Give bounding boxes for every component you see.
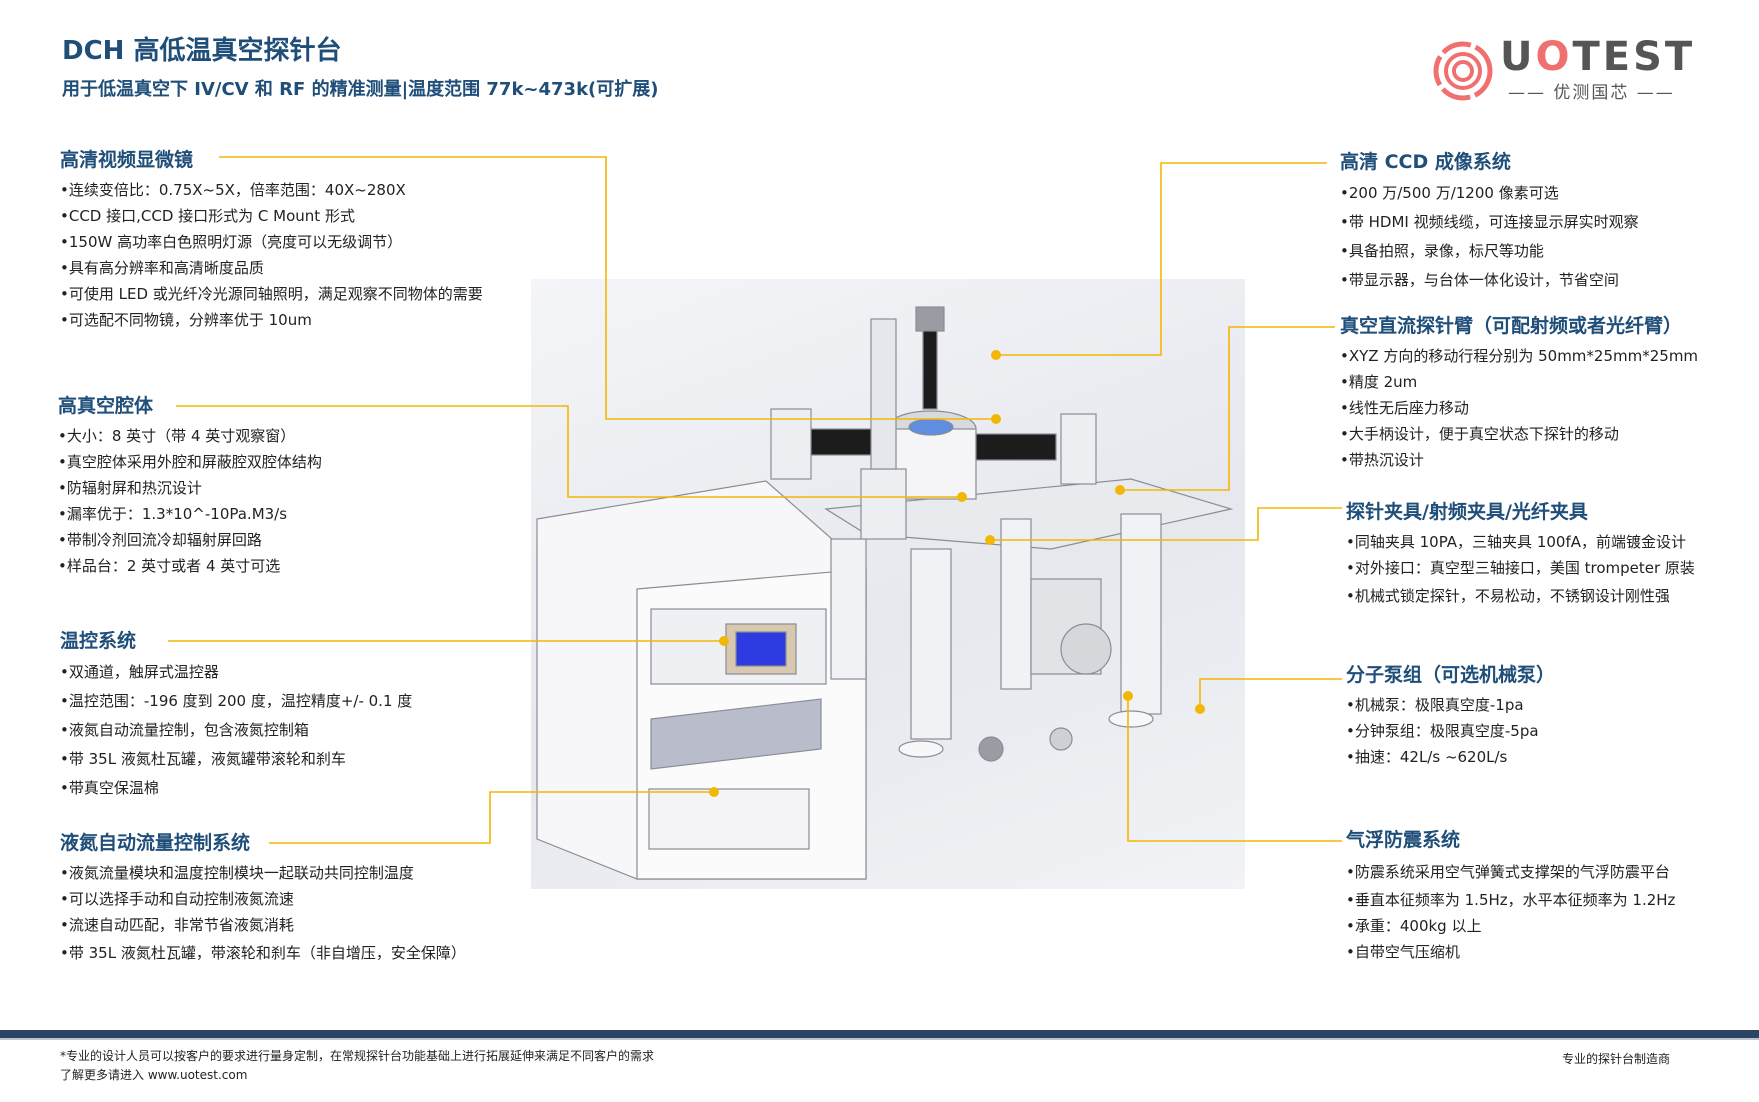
- feature-item: 防震系统采用空气弹簧式支撑架的气浮防震平台: [1346, 857, 1675, 887]
- brand-name: UOTEST: [1500, 34, 1695, 80]
- feature-item: 带制冷剂回流冷却辐射屏回路: [58, 527, 322, 553]
- footer-slogan: 专业的探针台制造商: [1562, 1052, 1671, 1066]
- feature-item: 带真空保温棉: [60, 774, 412, 803]
- feature-item: 承重：400kg 以上: [1346, 913, 1675, 939]
- brand-tagline: —— 优测国芯 ——: [1508, 83, 1675, 103]
- feature-item: 同轴夹具 10PA，三轴夹具 100fA，前端镀金设计: [1346, 529, 1695, 555]
- target-logo-icon: [1433, 41, 1493, 101]
- section-air-isolation: 气浮防震系统 防震系统采用空气弹簧式支撑架的气浮防震平台 垂直本征频率为 1.5…: [1346, 827, 1675, 965]
- brand-letter-o: O: [1535, 34, 1573, 80]
- probe-station-illustration: [531, 279, 1245, 889]
- section-ccd-imaging: 高清 CCD 成像系统 200 万/500 万/1200 像素可选 带 HDMI…: [1340, 149, 1639, 295]
- page-title: DCH 高低温真空探针台: [62, 36, 342, 66]
- feature-item: 漏率优于：1.3*10^-10Pa.M3/s: [58, 501, 322, 527]
- feature-item: 真空腔体采用外腔和屏蔽腔双腔体结构: [58, 449, 322, 475]
- section-title: 高清视频显微镜: [60, 149, 194, 171]
- feature-item: 液氮流量模块和温度控制模块一起联动共同控制温度: [60, 860, 466, 886]
- feature-item: 温控范围：-196 度到 200 度，温控精度+/- 0.1 度: [60, 687, 412, 716]
- feature-item: XYZ 方向的移动行程分别为 50mm*25mm*25mm: [1340, 343, 1698, 369]
- feature-item: 防辐射屏和热沉设计: [58, 475, 322, 501]
- section-molecular-pump: 分子泵组（可选机械泵） 机械泵：极限真空度-1pa 分钟泵组：极限真空度-5pa…: [1346, 662, 1555, 770]
- section-title: 探针夹具/射频夹具/光纤夹具: [1346, 501, 1588, 523]
- footer-website-link[interactable]: 了解更多请进入 www.uotest.com: [60, 1068, 248, 1082]
- section-title: 分子泵组（可选机械泵）: [1346, 664, 1556, 686]
- feature-item: 带热沉设计: [1340, 447, 1698, 473]
- feature-item: 精度 2um: [1340, 369, 1698, 395]
- feature-item: 带 HDMI 视频线缆，可连接显示屏实时观察: [1340, 208, 1639, 237]
- feature-item: 垂直本征频率为 1.5Hz，水平本征频率为 1.2Hz: [1346, 887, 1676, 913]
- feature-item: 150W 高功率白色照明灯源（亮度可以无级调节）: [60, 229, 483, 255]
- section-temperature-control: 温控系统 双通道，触屏式温控器 温控范围：-196 度到 200 度，温控精度+…: [60, 628, 412, 803]
- feature-item: 可使用 LED 或光纤冷光源同轴照明，满足观察不同物体的需要: [60, 281, 483, 307]
- page-subtitle: 用于低温真空下 IV/CV 和 RF 的精准测量|温度范围 77k~473k(可…: [62, 79, 659, 100]
- feature-item: 自带空气压缩机: [1346, 939, 1675, 965]
- section-title: 真空直流探针臂（可配射频或者光纤臂）: [1340, 315, 1683, 337]
- feature-item: 带 35L 液氮杜瓦罐，带滚轮和刹车（非自增压，安全保障）: [60, 938, 466, 968]
- feature-item: 具有高分辨率和高清晰度品质: [60, 255, 483, 281]
- feature-item: 大手柄设计，便于真空状态下探针的移动: [1340, 421, 1698, 447]
- feature-item: 机械泵：极限真空度-1pa: [1346, 692, 1555, 718]
- feature-item: 带 35L 液氮杜瓦罐，液氮罐带滚轮和刹车: [60, 745, 412, 774]
- feature-item: 可选配不同物镜，分辨率优于 10um: [60, 307, 483, 333]
- section-microscope: 高清视频显微镜 连续变倍比：0.75X~5X，倍率范围：40X~280X CCD…: [60, 147, 483, 333]
- section-probe-fixtures: 探针夹具/射频夹具/光纤夹具 同轴夹具 10PA，三轴夹具 100fA，前端镀金…: [1346, 499, 1695, 611]
- footer-divider: [0, 1030, 1759, 1040]
- section-vacuum-chamber: 高真空腔体 大小：8 英寸（带 4 英寸观察窗） 真空腔体采用外腔和屏蔽腔双腔体…: [58, 393, 322, 579]
- feature-item: 机械式锁定探针，不易松动，不锈钢设计刚性强: [1346, 581, 1695, 611]
- feature-item: CCD 接口,CCD 接口形式为 C Mount 形式: [60, 203, 483, 229]
- feature-item: 大小：8 英寸（带 4 英寸观察窗）: [58, 423, 322, 449]
- feature-item: 对外接口：真空型三轴接口，美国 trompeter 原装: [1346, 555, 1695, 581]
- feature-item: 200 万/500 万/1200 像素可选: [1340, 179, 1639, 208]
- section-title: 高真空腔体: [58, 395, 154, 417]
- feature-item: 流速自动匹配，非常节省液氮消耗: [60, 912, 466, 938]
- brand-logo: [1432, 40, 1494, 102]
- feature-item: 液氮自动流量控制，包含液氮控制箱: [60, 716, 412, 745]
- section-title: 液氮自动流量控制系统: [60, 832, 251, 854]
- feature-item: 线性无后座力移动: [1340, 395, 1698, 421]
- footer-note: *专业的设计人员可以按客户的要求进行量身定制，在常规探针台功能基础上进行拓展延伸…: [60, 1049, 655, 1063]
- feature-item: 抽速：42L/s ~620L/s: [1346, 744, 1555, 770]
- section-ln2-flow-control: 液氮自动流量控制系统 液氮流量模块和温度控制模块一起联动共同控制温度 可以选择手…: [60, 830, 466, 968]
- feature-item: 具备拍照，录像，标尺等功能: [1340, 237, 1639, 266]
- section-title: 气浮防震系统: [1346, 829, 1461, 851]
- feature-item: 双通道，触屏式温控器: [60, 658, 412, 687]
- feature-item: 样品台：2 英寸或者 4 英寸可选: [58, 553, 322, 579]
- section-probe-arm: 真空直流探针臂（可配射频或者光纤臂） XYZ 方向的移动行程分别为 50mm*2…: [1340, 313, 1698, 473]
- feature-item: 可以选择手动和自动控制液氮流速: [60, 886, 466, 912]
- machine-drawing: [536, 306, 1234, 880]
- feature-item: 连续变倍比：0.75X~5X，倍率范围：40X~280X: [60, 177, 483, 203]
- section-title: 高清 CCD 成像系统: [1340, 151, 1511, 173]
- feature-item: 分钟泵组：极限真空度-5pa: [1346, 718, 1555, 744]
- brand-letters-test: TEST: [1572, 34, 1696, 80]
- brand-letter-u: U: [1500, 34, 1536, 80]
- feature-item: 带显示器，与台体一体化设计，节省空间: [1340, 266, 1639, 295]
- section-title: 温控系统: [60, 630, 137, 652]
